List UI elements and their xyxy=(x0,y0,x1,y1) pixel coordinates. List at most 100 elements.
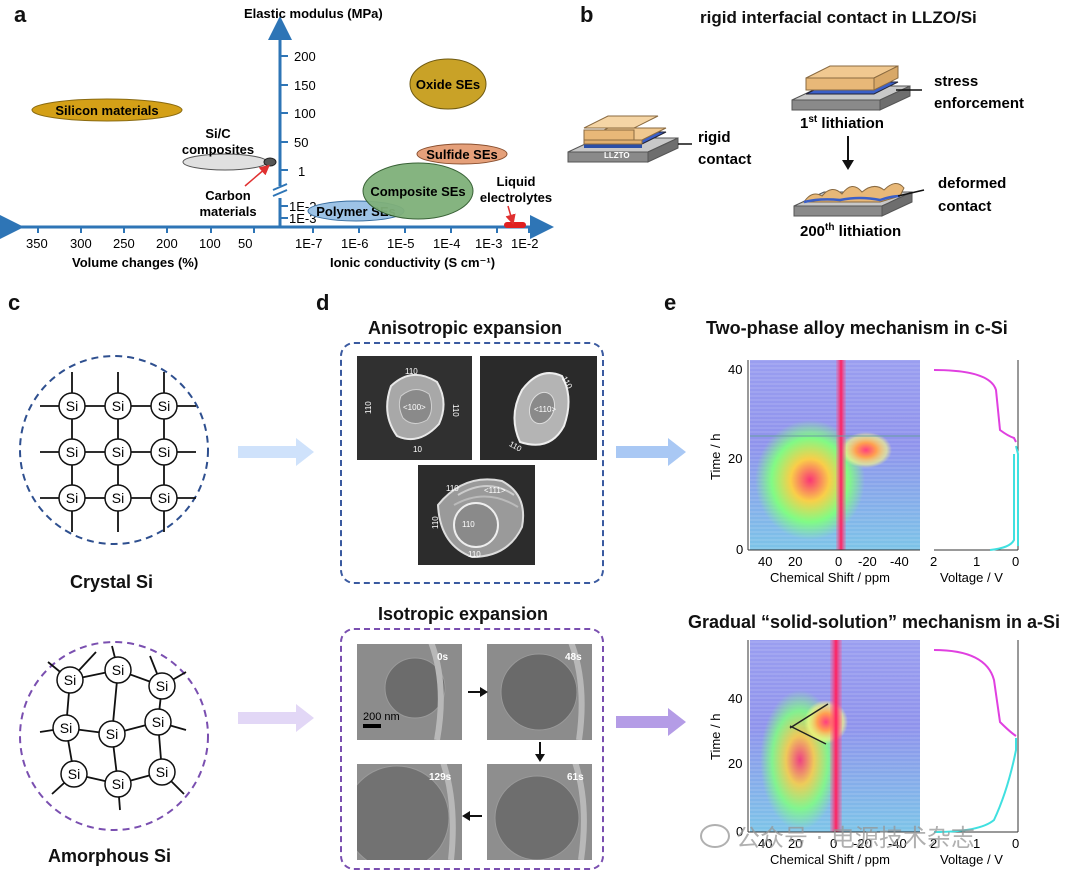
iso-title: Isotropic expansion xyxy=(378,604,549,624)
sem-image-111: 110 <111> 110 110 110 xyxy=(418,465,535,565)
panel-b-diagram: LLZTO rigid contact stress enforcement 1… xyxy=(567,65,1024,240)
y-tick: 200 xyxy=(294,49,316,64)
si-atom xyxy=(58,484,86,512)
first-lithiation-label: 1st lithiation xyxy=(800,114,884,132)
panel-b-title: rigid interfacial contact in LLZO/Si xyxy=(700,8,977,27)
amorphous-circle xyxy=(19,641,209,831)
llzto-slab: LLZTO xyxy=(567,115,692,163)
si-atom xyxy=(58,438,86,466)
panel-label-b: b xyxy=(580,2,594,27)
tem-image-61s: 61s xyxy=(487,764,592,860)
tem-image-0s: 0s 200 nm xyxy=(357,644,462,740)
x-tick: 1E-7 xyxy=(295,236,322,251)
oxide-label: Oxide SEs xyxy=(416,77,480,92)
top-ylabel: Time / h xyxy=(708,434,723,480)
svg-text:2: 2 xyxy=(930,554,937,569)
si-atom-label: Si xyxy=(158,444,170,460)
si-atom xyxy=(150,392,178,420)
composite-region xyxy=(362,162,474,220)
svg-text:20: 20 xyxy=(728,756,742,771)
svg-text:0: 0 xyxy=(835,554,842,569)
si-atom-label: Si xyxy=(112,776,124,792)
sic-label-1: Si/C xyxy=(205,126,231,141)
si-atom xyxy=(98,720,126,748)
svg-text:20: 20 xyxy=(788,554,802,569)
svg-text:40: 40 xyxy=(758,836,772,851)
e-top-title: Two-phase alloy mechanism in c-Si xyxy=(706,318,1008,338)
svg-text:40: 40 xyxy=(728,362,742,377)
panel-label-e: e xyxy=(664,290,677,315)
wechat-icon xyxy=(700,824,730,848)
liquid-label-2: electrolytes xyxy=(480,190,552,205)
x-tick: 300 xyxy=(70,236,92,251)
svg-text:20: 20 xyxy=(788,836,802,851)
svg-text:0: 0 xyxy=(1012,554,1019,569)
carbon-region xyxy=(263,157,277,167)
y-tick: 150 xyxy=(294,78,316,93)
si-atom xyxy=(150,438,178,466)
top-shift-label: Chemical Shift / ppm xyxy=(770,570,890,585)
bottom-voltage-plot xyxy=(933,640,1019,833)
svg-text:1: 1 xyxy=(973,836,980,851)
si-atom-label: Si xyxy=(158,490,170,506)
silicon-label: Silicon materials xyxy=(55,103,158,118)
y-tick: 1 xyxy=(298,164,305,179)
tem-image-48s: 48s xyxy=(487,644,592,740)
c-to-d-arrows xyxy=(238,438,314,732)
x-tick: 1E-3 xyxy=(475,236,502,251)
svg-text:0: 0 xyxy=(736,542,743,557)
aniso-frame xyxy=(340,342,604,584)
deformed-label-1: deformed xyxy=(938,175,1006,192)
arrow-right-icon xyxy=(238,704,314,732)
si-atom-label: Si xyxy=(64,672,76,688)
rigid-label-2: contact xyxy=(698,151,751,168)
svg-text:110: 110 xyxy=(468,550,481,559)
si-atom-label: Si xyxy=(66,490,78,506)
y-tick: 1E-3 xyxy=(289,211,316,226)
crystal-si-label: Crystal Si xyxy=(70,572,154,592)
si-atom xyxy=(56,666,84,694)
sic-label-2: composites xyxy=(182,142,254,157)
top-voltage-label: Voltage / V xyxy=(940,570,1003,585)
svg-text:-20: -20 xyxy=(853,836,872,851)
svg-text:<111>: <111> xyxy=(484,486,506,495)
x-tick: 200 xyxy=(156,236,178,251)
si-atom-label: Si xyxy=(156,678,168,694)
si-atom-label: Si xyxy=(60,720,72,736)
svg-text:61s: 61s xyxy=(567,772,584,783)
si-atom xyxy=(52,714,80,742)
composite-label: Composite SEs xyxy=(370,184,465,199)
x-tick: 250 xyxy=(113,236,135,251)
svg-text:40: 40 xyxy=(728,691,742,706)
svg-text:0: 0 xyxy=(830,836,837,851)
svg-text:0s: 0s xyxy=(437,652,449,663)
amorphous-si-label: Amorphous Si xyxy=(48,846,172,866)
panel-label-c: c xyxy=(8,290,21,315)
x-tick: 350 xyxy=(26,236,48,251)
y-tick: 100 xyxy=(294,106,316,121)
si-atom xyxy=(58,392,86,420)
svg-text:200 nm: 200 nm xyxy=(363,711,400,723)
carbon-label-2: materials xyxy=(199,204,256,219)
panel-label-a: a xyxy=(14,2,27,27)
l200-label: 200th lithiation xyxy=(800,222,901,240)
liquid-label-1: Liquid xyxy=(497,174,536,189)
svg-text:-40: -40 xyxy=(888,836,907,851)
arrow-right-icon xyxy=(480,687,488,697)
crystal-circle xyxy=(19,355,209,545)
si-atom-label: Si xyxy=(112,490,124,506)
svg-text:20: 20 xyxy=(728,451,742,466)
si-atom-label: Si xyxy=(68,766,80,782)
bottom-nmr-plot xyxy=(747,640,920,833)
arrow-left-icon xyxy=(462,811,470,821)
x-tick: 1E-6 xyxy=(341,236,368,251)
svg-text:<100>: <100> xyxy=(403,403,426,412)
tem-image-129s: 129s xyxy=(357,764,462,860)
svg-text:0: 0 xyxy=(736,824,743,839)
si-atom-label: Si xyxy=(156,764,168,780)
first-lithiation-slab xyxy=(791,65,922,111)
